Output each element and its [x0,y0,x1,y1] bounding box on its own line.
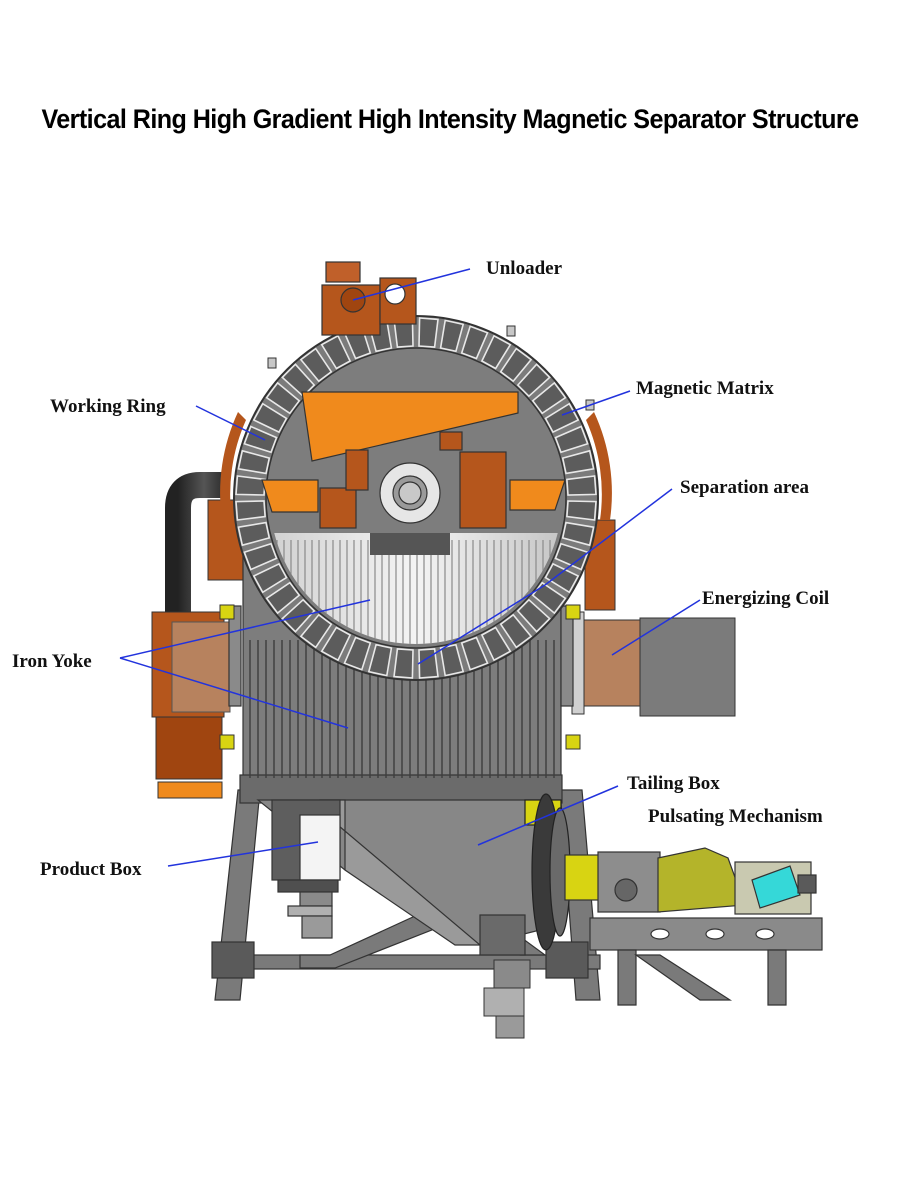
mounting-brackets [219,604,581,750]
matrix-segment [265,381,301,415]
matrix-segment [299,613,333,649]
label-tailing-box: Tailing Box [627,773,720,794]
matrix-segment [237,449,271,475]
right-coil [571,519,736,717]
matrix-segment [544,402,580,434]
label-magnetic-matrix: Magnetic Matrix [636,378,774,399]
matrix-segment [439,319,465,353]
diagram-title: Vertical Ring High Gradient High Intensi… [41,104,859,134]
matrix-segment [235,475,266,496]
label-energizing-coil: Energizing Coil [702,588,830,609]
matrix-segment [299,347,333,383]
magnetic-matrix [235,317,597,679]
ring-rim-orange-right [586,412,612,520]
matrix-segment [566,500,597,521]
matrix-segment [531,381,567,415]
matrix-segment [460,636,489,671]
matrix-segment [544,562,580,594]
matrix-segment [252,562,288,594]
label-separation-area: Separation area [680,477,809,498]
matrix-segment [418,317,439,348]
matrix-segment [561,521,595,547]
matrix-segment [480,334,512,370]
product-box [271,799,341,939]
left-coil-housing [151,499,251,799]
center-hub [379,462,441,524]
matrix-segment [516,363,551,398]
leader-lines [119,268,701,867]
unloader [321,261,417,336]
matrix-segment [499,347,533,383]
matrix-segment [566,475,597,496]
matrix-segment [237,521,271,547]
matrix-segment [343,636,372,671]
matrix-segment [561,449,595,475]
matrix-segment [281,598,316,633]
matrix-segment [516,598,551,633]
label-working-ring: Working Ring [50,396,166,417]
matrix-segment [367,643,393,677]
matrix-segment [320,334,352,370]
pulsating-stand [589,917,823,1006]
matrix-segment [252,402,288,434]
matrix-segment [393,648,414,679]
matrix-segment [554,542,589,571]
matrix-segment [235,500,266,521]
tailing-outlet [483,959,531,1039]
ring-rim-orange-left [220,412,246,520]
label-unloader: Unloader [486,258,562,279]
matrix-segment [460,325,489,360]
matrix-segment [265,581,301,615]
matrix-segment [418,648,439,679]
label-product-box: Product Box [40,859,142,880]
matrix-segment [554,425,589,454]
matrix-segment [281,363,316,398]
matrix-segment [320,626,352,662]
matrix-segment [243,542,278,571]
feed-chute [261,391,566,529]
label-iron-yoke: Iron Yoke [12,651,92,672]
label-pulsating-mechanism: Pulsating Mechanism [648,806,823,827]
left-pipe [165,472,230,625]
matrix-segment [480,626,512,662]
matrix-segment [499,613,533,649]
pulsating-mechanism [564,847,817,915]
